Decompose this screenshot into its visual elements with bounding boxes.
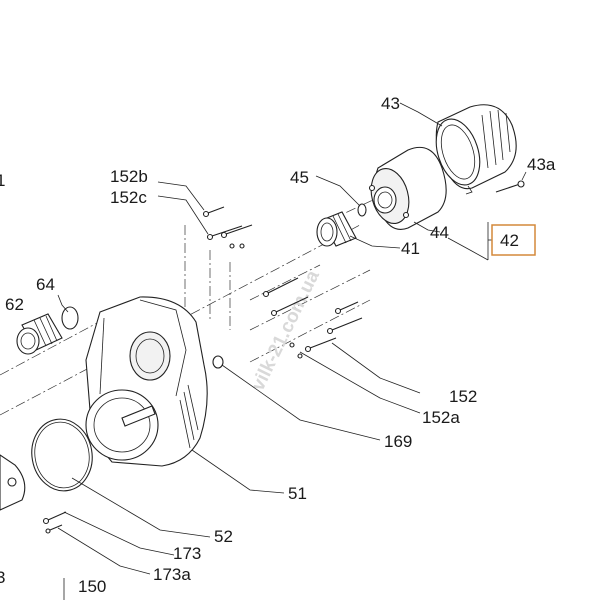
label-169: 169 xyxy=(384,432,412,451)
o-ring-part-45 xyxy=(357,203,367,217)
label-43: 43 xyxy=(381,94,400,113)
label-173a: 173a xyxy=(153,565,191,584)
cover-cap-part-43 xyxy=(435,104,517,195)
label-150: 150 xyxy=(78,577,106,596)
leader-lines xyxy=(57,102,527,600)
gasket-part-52 xyxy=(31,418,93,492)
screws-part-173 xyxy=(42,511,67,534)
flange-part-3-partial xyxy=(0,454,26,511)
label-62: 62 xyxy=(5,295,24,314)
screws-part-152 xyxy=(262,277,363,359)
label-42-box xyxy=(491,224,536,256)
o-ring-part-64 xyxy=(61,306,79,330)
label-41: 41 xyxy=(401,239,420,258)
label-1: 1 xyxy=(0,171,5,190)
callout-labels: 43 43a 45 44 42 41 152b 152c 1 64 62 152… xyxy=(0,94,556,596)
screw-part-43a xyxy=(495,180,525,193)
label-152: 152 xyxy=(449,387,477,406)
label-51: 51 xyxy=(288,484,307,503)
label-173: 173 xyxy=(173,544,201,563)
label-45: 45 xyxy=(290,168,309,187)
label-42: 42 xyxy=(500,231,519,250)
housing-part-44 xyxy=(368,146,447,230)
coupling-part-41 xyxy=(316,211,357,247)
label-152a: 152a xyxy=(422,408,460,427)
watermark: vilk-21.com.ua xyxy=(248,267,324,394)
sleeve-part-62 xyxy=(16,313,63,355)
label-52: 52 xyxy=(214,527,233,546)
label-43a: 43a xyxy=(527,155,556,174)
label-44: 44 xyxy=(430,223,449,242)
label-3: 3 xyxy=(0,568,5,587)
label-152b: 152b xyxy=(110,167,148,186)
plug-part-169 xyxy=(212,355,224,369)
label-64: 64 xyxy=(36,275,55,294)
screws-part-152b-152c xyxy=(202,206,253,249)
label-152c: 152c xyxy=(110,188,147,207)
burner-body-part-51 xyxy=(85,296,208,467)
